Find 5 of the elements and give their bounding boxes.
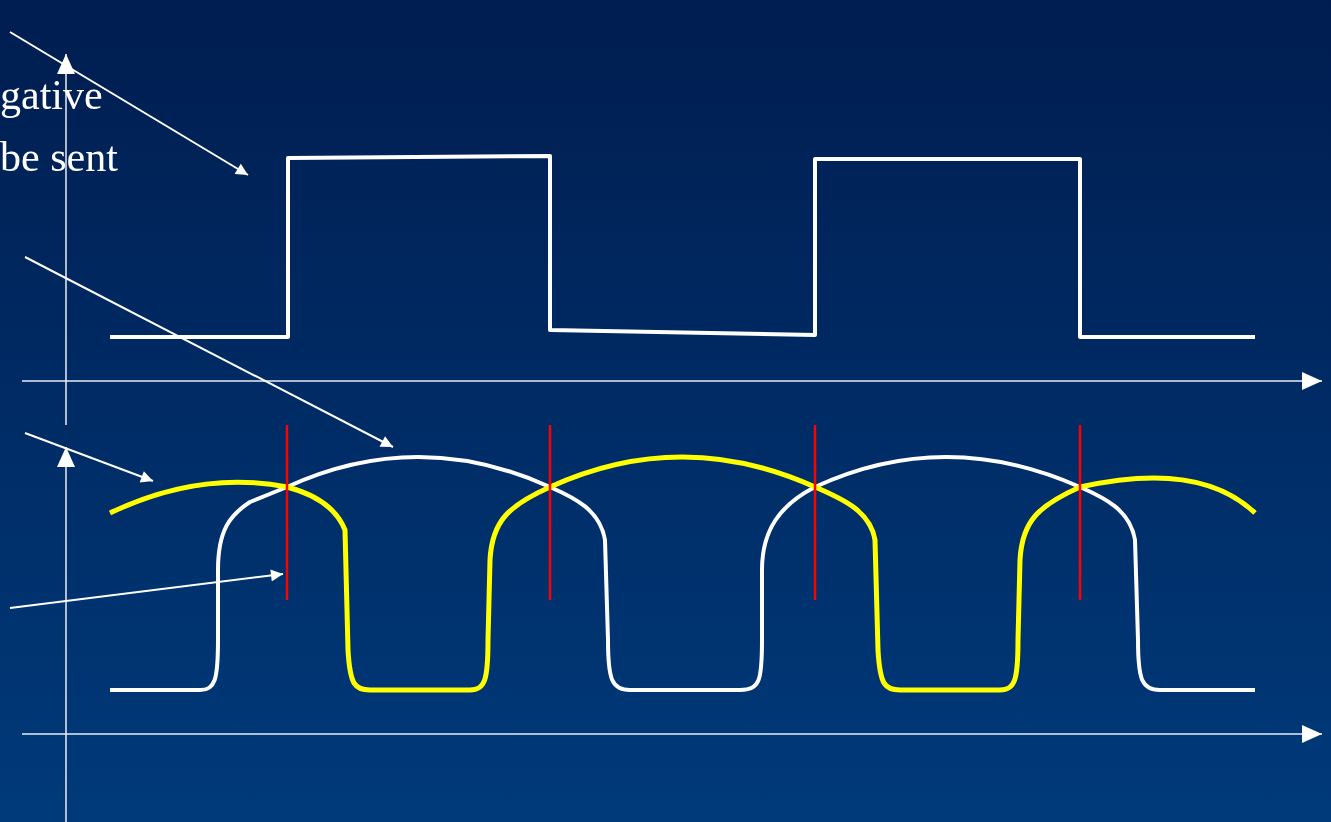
leader-line <box>24 256 394 448</box>
leader-line <box>9 31 249 176</box>
leader-line <box>9 569 284 609</box>
leader-line <box>24 432 154 483</box>
marker-line <box>285 425 289 600</box>
